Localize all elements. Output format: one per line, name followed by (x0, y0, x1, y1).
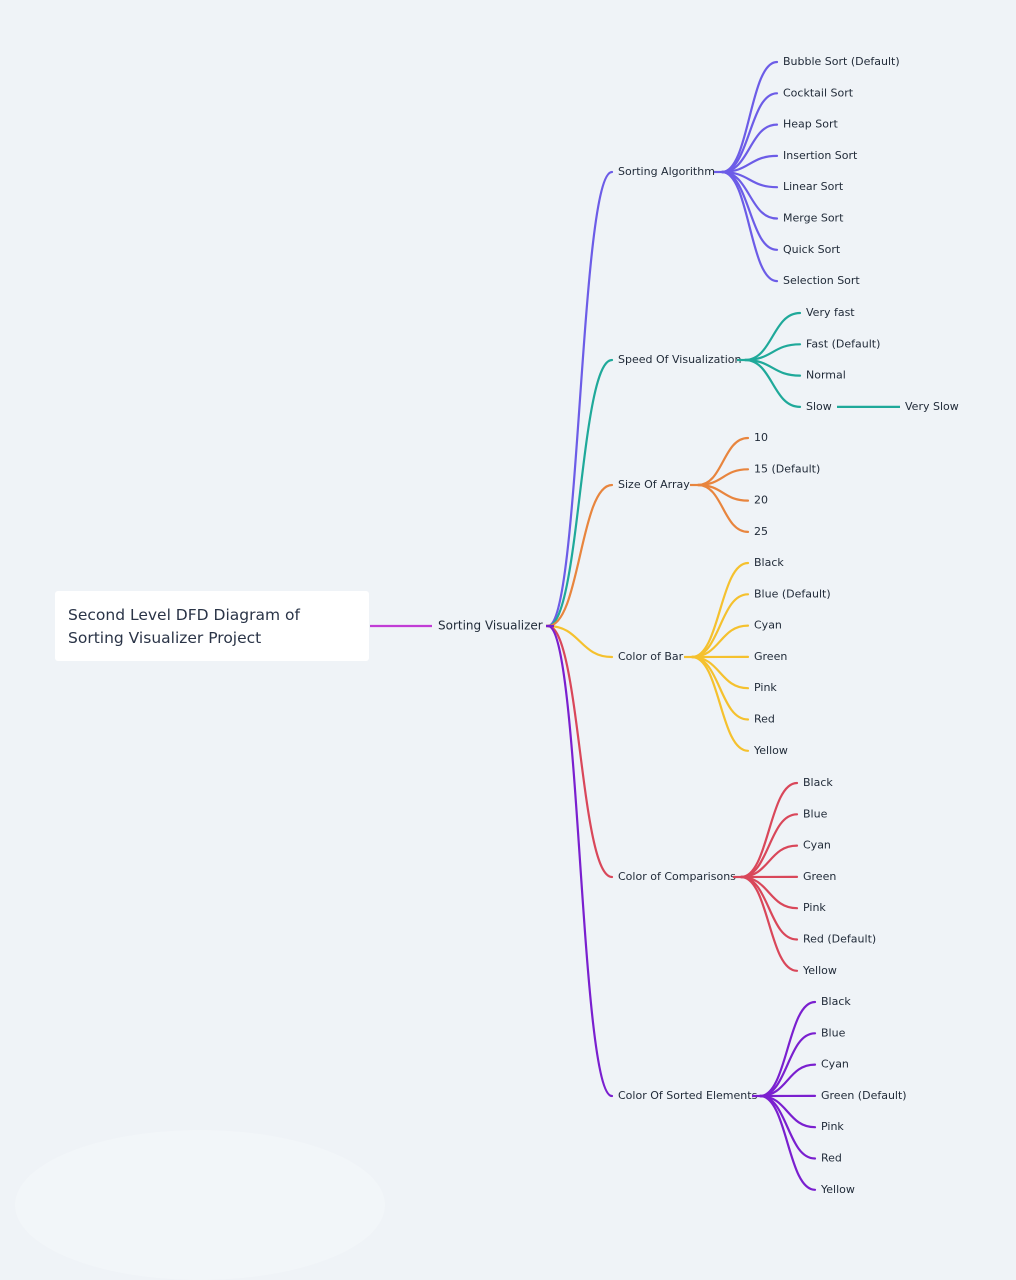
leaf-color-of-sorted-elements-black[interactable]: Black (821, 995, 851, 1008)
leaf-sorting-algorithm-quick-sort[interactable]: Quick Sort (783, 243, 841, 256)
connector-sorting-algorithm-leaf (720, 170, 779, 283)
connector-color-of-bar-leaf (690, 593, 750, 659)
leaf-color-of-sorted-elements-pink[interactable]: Pink (821, 1120, 844, 1133)
leaf-color-of-comparisons-blue[interactable]: Blue (803, 807, 828, 820)
leaf-very-slow[interactable]: Very Slow (905, 400, 959, 413)
leaf-color-of-bar-yellow[interactable]: Yellow (753, 744, 788, 757)
leaf-color-of-comparisons-cyan[interactable]: Cyan (803, 839, 831, 852)
connector-size-of-array-leaf (696, 483, 750, 533)
leaf-color-of-sorted-elements-yellow[interactable]: Yellow (820, 1183, 855, 1196)
branch-color-of-sorted-elements[interactable]: Color Of Sorted Elements (618, 1089, 758, 1102)
leaf-color-of-comparisons-red-default-[interactable]: Red (Default) (803, 933, 876, 946)
connector-color-of-sorted-elements-leaf (758, 1000, 817, 1098)
connector-size-of-array (546, 483, 614, 628)
leaf-speed-of-visualization-very-fast[interactable]: Very fast (806, 306, 855, 319)
leaf-speed-of-visualization-fast-default-[interactable]: Fast (Default) (806, 337, 880, 350)
connector-color-of-bar-leaf (690, 655, 750, 752)
leaf-color-of-comparisons-green[interactable]: Green (803, 870, 836, 883)
connector-color-of-comparisons-leaf (739, 781, 799, 879)
background-glow (15, 1130, 385, 1280)
connector-color-of-sorted-elements-leaf (758, 1094, 817, 1191)
main-topic-label[interactable]: Sorting Visualizer (438, 619, 543, 633)
leaf-color-of-sorted-elements-cyan[interactable]: Cyan (821, 1058, 849, 1071)
connector-sorting-algorithm-leaf (720, 60, 779, 174)
leaf-color-of-bar-blue-default-[interactable]: Blue (Default) (754, 587, 831, 600)
leaf-size-of-array-10[interactable]: 10 (754, 431, 768, 444)
leaf-sorting-algorithm-linear-sort[interactable]: Linear Sort (783, 180, 844, 193)
leaf-color-of-bar-green[interactable]: Green (754, 650, 787, 663)
connector-sorting-algorithm-leaf (720, 92, 779, 174)
leaf-sorting-algorithm-selection-sort[interactable]: Selection Sort (783, 274, 860, 287)
connector-color-of-bar-leaf (690, 655, 750, 721)
leaf-color-of-bar-red[interactable]: Red (754, 713, 775, 726)
leaf-color-of-comparisons-yellow[interactable]: Yellow (802, 964, 837, 977)
branch-speed-of-visualization[interactable]: Speed Of Visualization (618, 353, 742, 366)
leaf-sorting-algorithm-bubble-sort-default-[interactable]: Bubble Sort (Default) (783, 55, 900, 68)
root-topic-title: Second Level DFD Diagram of Sorting Visu… (68, 606, 300, 647)
leaf-color-of-bar-black[interactable]: Black (754, 556, 784, 569)
leaf-size-of-array-20[interactable]: 20 (754, 494, 768, 507)
connector-speed-of-visualization-leaf (743, 358, 802, 408)
connector-color-of-comparisons-leaf (739, 875, 799, 941)
leaf-size-of-array-25[interactable]: 25 (754, 525, 768, 538)
connector-color-of-comparisons-leaf (739, 875, 799, 972)
connector-sorting-algorithm (546, 170, 614, 628)
connector-color-of-sorted-elements (546, 624, 614, 1098)
leaf-color-of-sorted-elements-green-default-[interactable]: Green (Default) (821, 1089, 907, 1102)
connector-color-of-sorted-elements-leaf (758, 1094, 817, 1160)
leaf-speed-of-visualization-slow[interactable]: Slow (806, 400, 832, 413)
connector-color-of-bar (546, 624, 614, 659)
leaf-sorting-algorithm-insertion-sort[interactable]: Insertion Sort (783, 149, 858, 162)
leaf-color-of-comparisons-pink[interactable]: Pink (803, 901, 826, 914)
leaf-sorting-algorithm-merge-sort[interactable]: Merge Sort (783, 212, 844, 225)
leaf-color-of-bar-pink[interactable]: Pink (754, 681, 777, 694)
leaf-color-of-comparisons-black[interactable]: Black (803, 776, 833, 789)
connector-color-of-comparisons (546, 624, 614, 879)
root-topic-box[interactable]: Second Level DFD Diagram of Sorting Visu… (55, 591, 369, 661)
branch-sorting-algorithm[interactable]: Sorting Algorithm (618, 165, 715, 178)
leaf-size-of-array-15-default-[interactable]: 15 (Default) (754, 462, 820, 475)
branch-color-of-bar[interactable]: Color of Bar (618, 650, 684, 663)
connector-color-of-bar-leaf (690, 561, 750, 659)
connector-speed-of-visualization (546, 358, 614, 628)
leaf-color-of-sorted-elements-blue[interactable]: Blue (821, 1026, 846, 1039)
leaf-color-of-sorted-elements-red[interactable]: Red (821, 1152, 842, 1165)
branch-size-of-array[interactable]: Size Of Array (618, 478, 690, 491)
leaf-sorting-algorithm-cocktail-sort[interactable]: Cocktail Sort (783, 86, 854, 99)
leaf-sorting-algorithm-heap-sort[interactable]: Heap Sort (783, 118, 838, 131)
connector-color-of-sorted-elements-leaf (758, 1032, 817, 1098)
branch-color-of-comparisons[interactable]: Color of Comparisons (618, 870, 736, 883)
connector-color-of-comparisons-leaf (739, 813, 799, 879)
leaf-speed-of-visualization-normal[interactable]: Normal (806, 369, 846, 382)
leaf-color-of-bar-cyan[interactable]: Cyan (754, 619, 782, 632)
connector-sorting-algorithm-leaf (720, 170, 779, 251)
